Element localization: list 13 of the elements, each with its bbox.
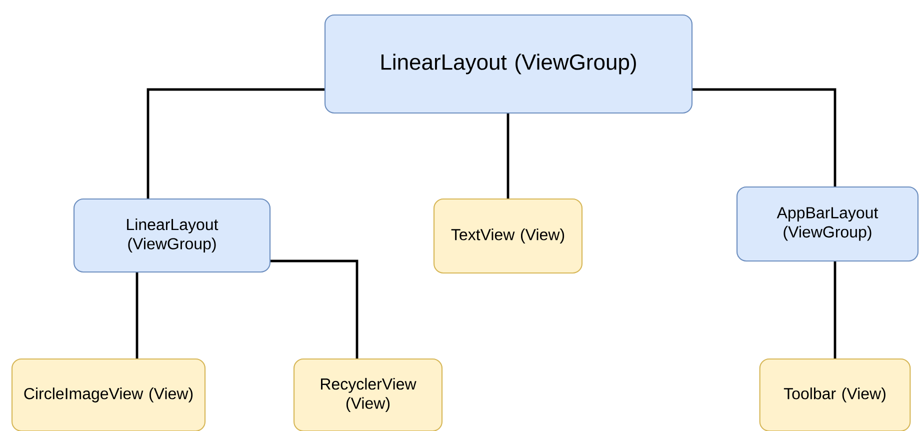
layout-box: LinearLayout (ViewGroup) [73, 198, 271, 273]
connector-line [270, 260, 358, 358]
layout-box: CircleImageView (View) [11, 358, 206, 431]
layout-box: TextView (View) [433, 198, 583, 274]
connector-line [692, 88, 836, 186]
connector-line [834, 262, 836, 358]
layout-box: RecyclerView (View) [293, 358, 443, 431]
layout-box: Toolbar (View) [759, 358, 911, 431]
layout-box: LinearLayout (ViewGroup) [324, 14, 693, 114]
connector-line [506, 114, 510, 198]
connector-line [136, 272, 138, 358]
connector-line [146, 88, 324, 198]
layout-box: AppBarLayout (ViewGroup) [736, 186, 919, 262]
